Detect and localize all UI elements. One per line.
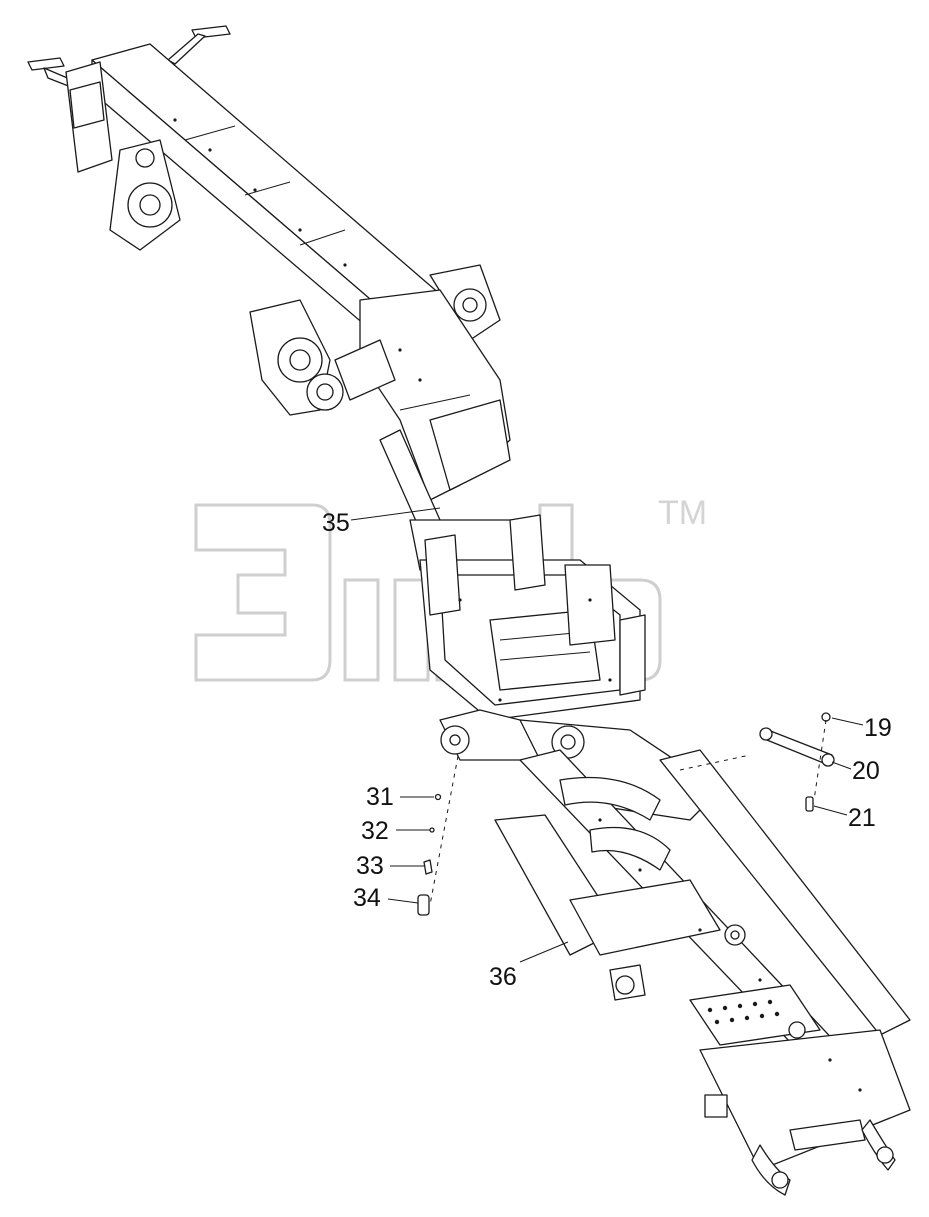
- callout-21: 21: [848, 804, 876, 832]
- nut-part-19: [821, 712, 831, 722]
- upper-boom-assembly: [27, 25, 511, 501]
- middle-swing-frame: [379, 429, 646, 761]
- callout-19: 19: [864, 714, 892, 742]
- callout-31: 31: [366, 783, 394, 811]
- watermark-trademark: TM: [658, 494, 707, 532]
- callout-35: 35: [322, 509, 350, 537]
- perforated-plate: [707, 999, 780, 1025]
- callout-20: 20: [852, 757, 880, 785]
- lower-chassis-frame: [494, 719, 911, 1196]
- small-parts-31-34: [417, 793, 442, 916]
- pin-part-21: [805, 796, 814, 812]
- callout-36: 36: [489, 963, 517, 991]
- callout-34: 34: [353, 884, 381, 912]
- callout-33: 33: [356, 852, 384, 880]
- callout-32: 32: [361, 817, 389, 845]
- link-bar-part-20: [759, 727, 835, 767]
